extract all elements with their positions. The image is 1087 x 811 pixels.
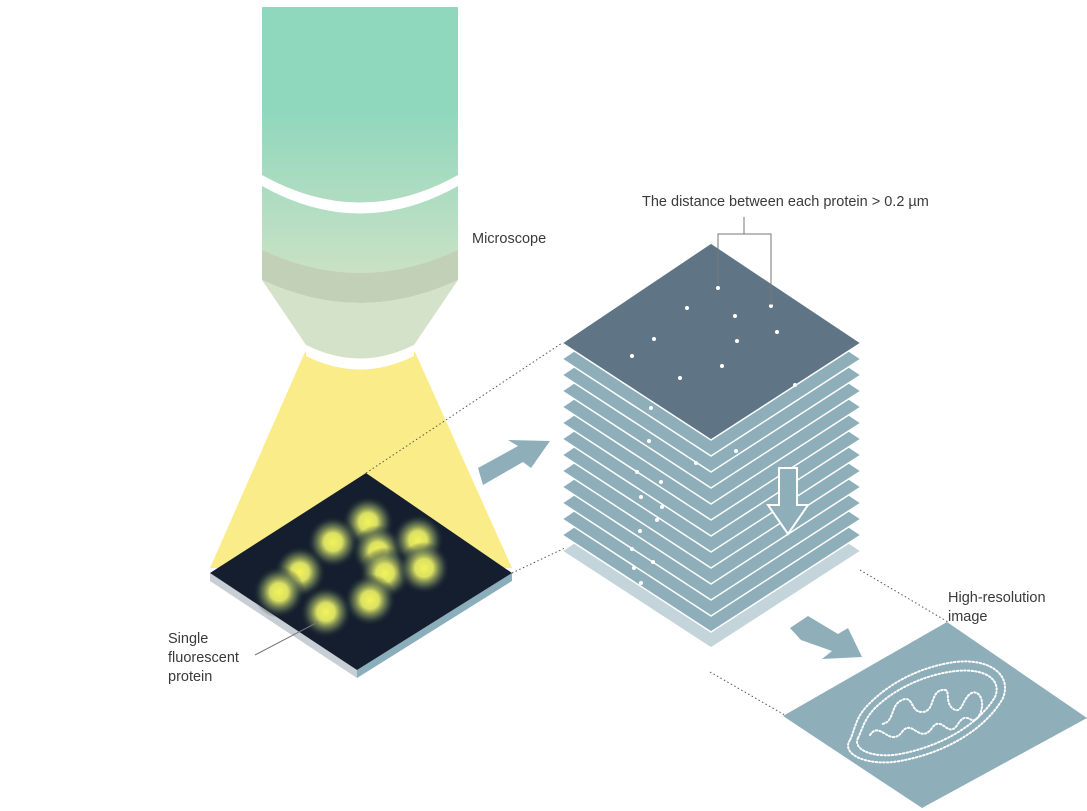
single-protein-pointer [254,621,319,656]
protein-dot [659,480,663,484]
protein-dot [639,495,643,499]
protein-dot [775,330,779,334]
protein-dot [639,581,643,585]
protein-dot [678,376,682,380]
protein-dot [652,337,656,341]
protein-dot [720,364,724,368]
arrow-down [766,467,810,536]
high-resolution-label: High-resolution image [948,589,1046,627]
distance-label: The distance between each protein > 0.2 … [642,194,929,210]
protein-dot [769,304,773,308]
arrow-to-image [790,616,862,659]
glow-spot [253,566,305,618]
high-resolution-plate [783,622,1087,808]
fluorescent-glows [253,496,450,638]
protein-dot [630,596,634,600]
single-protein-line-1: Single [168,631,209,647]
protein-dot [660,505,664,509]
protein-dot [716,286,720,290]
single-protein-line-2: fluorescent [168,650,239,666]
high-resolution-line-2: image [948,609,988,625]
glow-spot [307,516,359,568]
top-layer [560,242,863,441]
protein-dot [694,461,698,465]
protein-dot [793,383,797,387]
protein-dot [630,547,634,551]
protein-dot [647,439,651,443]
protein-dot [655,518,659,522]
single-protein-line-3: protein [168,669,213,685]
protein-dot [734,449,738,453]
protein-dot [685,306,689,310]
high-resolution-line-1: High-resolution [948,590,1046,606]
protein-dot [630,354,634,358]
protein-dot [651,560,655,564]
layer-stack [560,242,863,649]
glow-spot [300,586,352,638]
protein-dot [638,529,642,533]
light-beam [210,352,512,568]
protein-dot [735,339,739,343]
protein-dot [733,314,737,318]
mitochondrion-outline [847,660,1006,764]
glow-spot [344,574,396,626]
arrow-to-stack [478,440,550,485]
glow-spot [398,542,450,594]
projection-lines [365,342,949,719]
single-protein-label: Single fluorescent protein [168,630,239,687]
microscope [262,7,458,370]
microscope-label: Microscope [472,231,547,247]
distance-bracket [717,217,772,305]
protein-dot [635,470,639,474]
protein-dot [632,566,636,570]
protein-dot [649,406,653,410]
